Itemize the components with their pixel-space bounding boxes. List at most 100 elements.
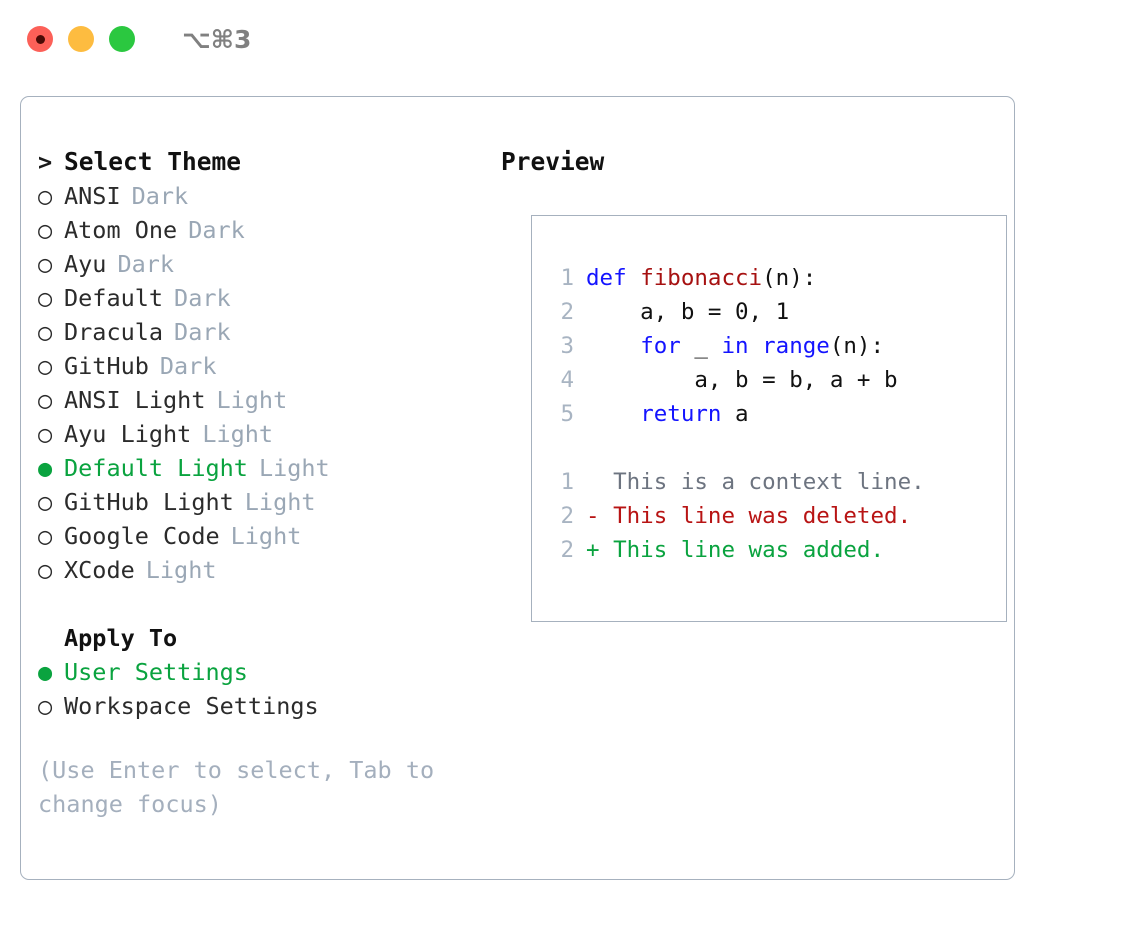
code-token: [586, 333, 640, 359]
code-token: (n):: [829, 333, 885, 359]
preview-title: Preview: [501, 147, 605, 176]
theme-list-item[interactable]: ○ ANSI Dark: [38, 179, 478, 213]
apply-to-label: User Settings: [64, 658, 248, 686]
code-line-number: 5: [560, 401, 574, 427]
select-theme-title: Select Theme: [64, 147, 242, 176]
code-line-number: 2: [560, 299, 574, 325]
code-line-text: a, b = 0, 1: [586, 295, 789, 329]
close-button[interactable]: [27, 26, 53, 52]
diff-marker: +: [586, 537, 614, 563]
theme-kind-badge: Dark: [174, 318, 231, 346]
code-token: a: [721, 401, 749, 427]
radio-unselected-icon: ○: [38, 318, 53, 346]
code-token: range: [762, 333, 830, 359]
code-line-text: return a: [586, 397, 749, 431]
theme-name: ANSI Light: [64, 386, 206, 414]
theme-name: ANSI: [64, 182, 121, 210]
diff-line: 2 + This line was added.: [548, 533, 998, 567]
minimize-button[interactable]: [68, 26, 94, 52]
title-bar: ⌥⌘3: [0, 0, 1140, 78]
apply-to-heading: Apply To: [38, 621, 478, 655]
radio-unselected-icon: ○: [38, 182, 53, 210]
theme-kind-badge: Light: [244, 488, 316, 516]
code-line-text: def fibonacci(n):: [586, 261, 816, 295]
theme-kind-badge: Dark: [159, 352, 217, 380]
diff-spacer: [548, 431, 998, 465]
theme-kind-badge: Light: [216, 386, 288, 414]
diff-line-number: 2: [560, 537, 574, 563]
diff-marker: -: [586, 503, 614, 529]
radio-unselected-icon: ○: [38, 250, 53, 278]
theme-list-item[interactable]: ○ Dracula Dark: [38, 315, 478, 349]
theme-list-item[interactable]: ○ ANSI Light Light: [38, 383, 478, 417]
theme-name: Default Light: [64, 454, 248, 482]
code-token: for: [640, 333, 681, 359]
theme-kind-badge: Light: [230, 522, 302, 550]
section-spacer: [38, 587, 478, 621]
diff-line-text: This line was added.: [613, 537, 885, 563]
caret-icon: >: [38, 148, 53, 176]
diff-line: 1 This is a context line.: [548, 465, 998, 499]
code-token: [586, 401, 640, 427]
diff-sample: 1 This is a context line. 2- This line wa…: [548, 465, 998, 567]
theme-name: GitHub: [64, 352, 149, 380]
theme-name: Dracula: [64, 318, 164, 346]
code-token: fibonacci: [640, 265, 763, 291]
zoom-button[interactable]: [109, 26, 135, 52]
radio-unselected-icon: ○: [38, 522, 53, 550]
radio-unselected-icon: ○: [38, 488, 53, 516]
theme-kind-badge: Dark: [188, 216, 245, 244]
keyboard-shortcut-label: ⌥⌘3: [182, 24, 252, 54]
theme-list-item[interactable]: ○ XCode Light: [38, 553, 478, 587]
code-token: a, b = 0, 1: [586, 299, 790, 325]
theme-name: XCode: [64, 556, 135, 584]
radio-unselected-icon: ○: [38, 420, 53, 448]
code-token: def: [586, 265, 641, 291]
apply-to-title: Apply To: [64, 624, 178, 652]
apply-to-label: Workspace Settings: [64, 692, 319, 720]
hint-text: (Use Enter to select, Tab to change focu…: [38, 756, 435, 818]
radio-selected-icon: ●: [38, 658, 53, 686]
diff-marker: [586, 465, 613, 499]
code-line: 2 a, b = 0, 1: [548, 295, 998, 329]
theme-name: Atom One: [64, 216, 178, 244]
theme-kind-badge: Dark: [131, 182, 189, 210]
theme-name: Ayu Light: [64, 420, 192, 448]
apply-to-item[interactable]: ● User Settings: [38, 655, 478, 689]
code-line-number: 4: [560, 367, 574, 393]
code-token: in: [721, 333, 749, 359]
apply-to-item[interactable]: ○ Workspace Settings: [38, 689, 478, 723]
radio-unselected-icon: ○: [38, 284, 53, 312]
code-line-text: for _ in range(n):: [586, 329, 884, 363]
diff-line-text: This line was deleted.: [613, 503, 912, 529]
diff-line-number: 1: [560, 469, 574, 495]
code-token: a, b = b, a + b: [586, 367, 898, 393]
radio-unselected-icon: ○: [38, 692, 53, 720]
radio-unselected-icon: ○: [38, 386, 53, 414]
theme-kind-badge: Light: [145, 556, 217, 584]
code-line-number: 3: [560, 333, 574, 359]
code-token: [749, 333, 763, 359]
radio-unselected-icon: ○: [38, 556, 53, 584]
select-theme-heading: > Select Theme: [38, 145, 478, 179]
code-line-text: a, b = b, a + b: [586, 363, 898, 397]
code-token: (n):: [762, 265, 817, 291]
theme-kind-badge: Dark: [174, 284, 231, 312]
